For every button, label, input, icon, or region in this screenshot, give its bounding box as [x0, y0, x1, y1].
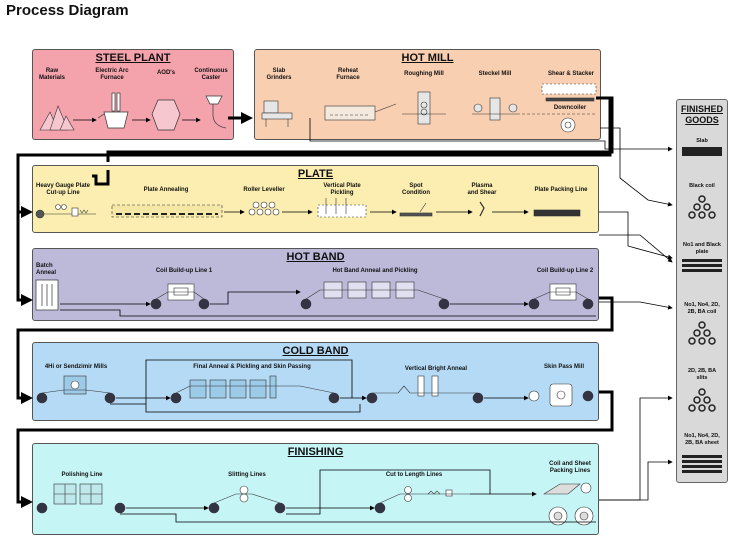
step-label: Polishing Line	[61, 472, 103, 478]
step-label: Batch Anneal	[36, 263, 57, 276]
product-label: Slab	[696, 138, 708, 144]
step-label: Coil Build-up Line 1	[155, 268, 213, 274]
step-label: Vertical Bright Anneal	[404, 366, 468, 372]
coil-buildup-line-2-icon	[528, 283, 594, 310]
step-label: Roughing Mill	[404, 71, 444, 77]
slitting-line-icon	[208, 485, 286, 514]
step-label: Reheat Furnace	[336, 68, 360, 81]
plate-product-icon	[682, 259, 722, 272]
vertical-bright-anneal-icon	[366, 375, 484, 404]
plate-cutup-line-icon	[35, 204, 96, 219]
slab-product-icon	[682, 147, 722, 156]
plasma-shear-icon	[479, 201, 485, 217]
product-label: 2D, 2B, BA slits	[687, 368, 717, 381]
skin-pass-mill-icon	[528, 383, 594, 407]
step-label: Slab Grinders	[266, 68, 292, 81]
electric-arc-furnace-icon	[97, 92, 129, 129]
step-label: Continuous Caster	[194, 68, 228, 81]
finishing-panel: FINISHING	[32, 443, 599, 535]
final-anneal-pickling-icon	[170, 375, 340, 404]
plate-packing-icon	[533, 209, 581, 217]
slits-product-icon	[688, 388, 716, 412]
step-label: Shear & Stacker	[547, 71, 595, 77]
raw-materials-icon	[39, 105, 75, 131]
step-label: Vertical Plate Pickling	[323, 183, 361, 196]
product-label: Black coil	[689, 183, 715, 189]
step-label: Roller Leveller	[243, 187, 285, 193]
plate-title: PLATE	[297, 168, 334, 180]
step-label: Spot Condition	[402, 183, 430, 196]
step-label: Hot Band Anneal and Pickling	[332, 268, 418, 274]
product-label: No1 and Black plate	[683, 242, 721, 255]
downcoiler-icon	[522, 113, 596, 133]
aod-vessel-icon	[151, 99, 181, 131]
plate-panel: PLATE	[32, 165, 599, 233]
cut-to-length-icon	[374, 486, 470, 514]
step-label: Plasma and Shear	[467, 183, 497, 196]
finishing-title: FINISHING	[287, 446, 344, 458]
product-label: No1, No4, 2D, 2B, BA coil	[684, 302, 720, 315]
continuous-caster-icon	[205, 95, 227, 129]
roughing-mill-icon	[402, 91, 446, 125]
step-label: Coil and Sheet Packing Lines	[549, 461, 591, 474]
reheat-furnace-icon	[324, 103, 397, 121]
coil-buildup-line-1-icon	[150, 283, 210, 310]
step-label: AOD's	[156, 70, 176, 76]
hot-mill-title: HOT MILL	[401, 52, 454, 64]
hot-band-title: HOT BAND	[286, 251, 345, 263]
steckel-mill-icon	[472, 97, 520, 121]
step-label: Raw Materials	[38, 68, 65, 81]
roller-leveller-icon	[248, 201, 280, 216]
shear-stacker-icon	[541, 83, 597, 102]
batch-anneal-icon	[35, 279, 59, 311]
step-label: 4Hi or Sendzimir Mills	[44, 364, 108, 370]
step-label: Plate Packing Line	[534, 187, 588, 193]
vertical-plate-pickling-icon	[317, 198, 367, 218]
step-label: Steckel Mill	[478, 71, 512, 77]
finished-goods-title: FINISHED GOODS	[680, 104, 723, 125]
slab-grinder-icon	[261, 100, 293, 127]
hot-band-anneal-pickling-icon	[300, 281, 450, 310]
sheet-product-icon	[682, 455, 722, 473]
step-label: Slitting Lines	[228, 472, 266, 478]
cold-band-title: COLD BAND	[282, 345, 349, 357]
step-label: Final Anneal & Pickling and Skin Passing	[193, 364, 311, 370]
page-title: Process Diagram	[6, 2, 129, 19]
sendzimir-mill-icon	[36, 375, 116, 404]
step-label: Heavy Gauge Plate Cut-up Line	[35, 183, 91, 196]
step-label: Plate Annealing	[143, 187, 189, 193]
steel-plant-title: STEEL PLANT	[95, 52, 171, 64]
step-label: Coil Build-up Line 2	[536, 268, 594, 274]
step-label: Downcoiler	[553, 105, 587, 111]
polishing-line-icon	[36, 483, 126, 514]
hot-band-panel: HOT BAND	[32, 248, 599, 321]
black-coil-product-icon	[688, 195, 716, 219]
step-label: Electric Arc Furnace	[95, 68, 129, 81]
cold-band-panel: COLD BAND	[32, 342, 599, 421]
finished-goods-panel: FINISHED GOODS Slab Black coil No1 and B…	[676, 99, 728, 483]
step-label: Skin Pass Mill	[543, 364, 585, 370]
plate-annealing-icon	[111, 204, 223, 218]
step-label: Cut to Length Lines	[385, 472, 443, 478]
packing-lines-icon	[542, 482, 594, 526]
spot-condition-icon	[399, 202, 433, 217]
product-label: No1, No4, 2D, 2B, BA sheet	[684, 433, 720, 446]
coil-product-icon	[688, 321, 716, 345]
